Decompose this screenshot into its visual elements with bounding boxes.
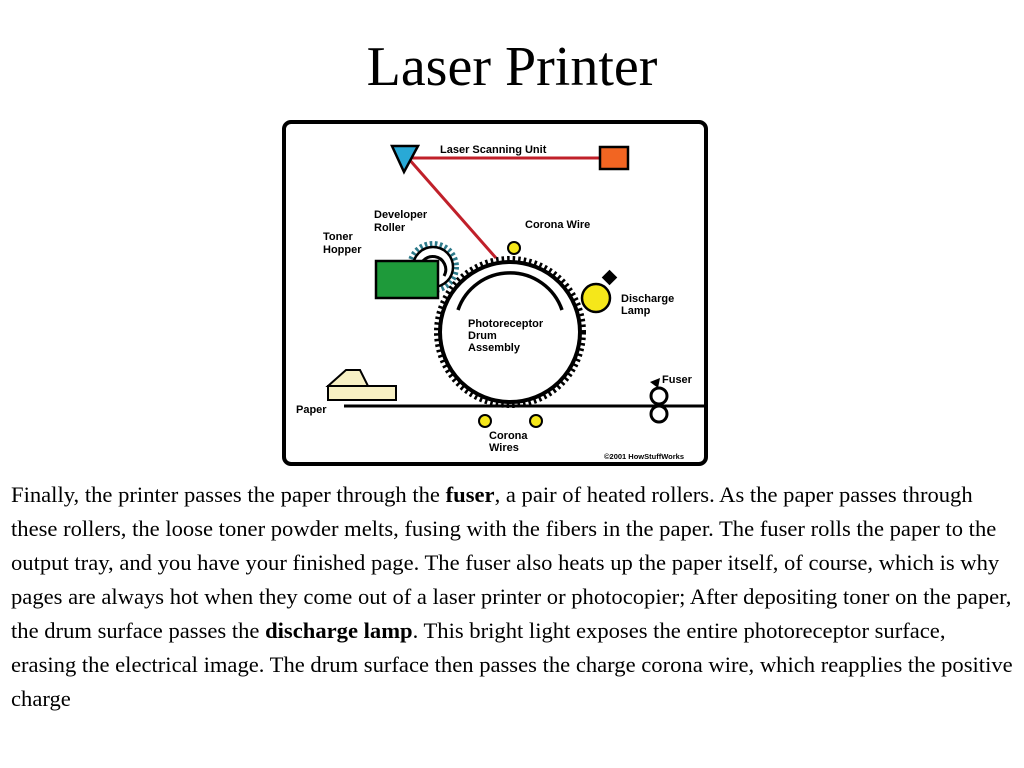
label-discharge-lamp-2: Lamp (621, 305, 651, 317)
label-toner-hopper-2: Hopper (323, 244, 362, 256)
fuser-roller-bottom (649, 404, 669, 424)
mirror-icon (390, 144, 421, 175)
label-toner-hopper-1: Toner (323, 231, 353, 243)
label-drum-2: Drum (468, 330, 497, 342)
paper-tray (327, 385, 397, 401)
laser-beam-diagonal (406, 157, 498, 259)
body-paragraph: Finally, the printer passes the paper th… (11, 478, 1013, 716)
slide-title: Laser Printer (366, 36, 658, 98)
toner-hopper (374, 259, 440, 300)
corona-wire-bottom-left (478, 414, 492, 428)
label-developer-roller-1: Developer (374, 209, 428, 221)
drum-rotation-arrow (456, 271, 564, 311)
label-corona-wire: Corona Wire (525, 219, 590, 231)
body-text-2: , a pair of heated rollers. As the paper… (11, 482, 1012, 643)
label-developer-roller-2: Roller (374, 222, 406, 234)
label-laser-scanning-unit: Laser Scanning Unit (440, 144, 547, 156)
corona-wire (507, 241, 521, 255)
label-fuser: Fuser (662, 374, 693, 386)
term-fuser: fuser (445, 482, 495, 507)
fuser-arrow-icon (650, 378, 660, 388)
label-drum-1: Photoreceptor (468, 318, 544, 330)
label-corona-wires-1: Corona (489, 430, 528, 442)
label-drum-3: Assembly (468, 342, 521, 354)
label-discharge-lamp-1: Discharge (621, 293, 674, 305)
fuser-roller-top (649, 386, 669, 406)
laser-source (598, 145, 630, 171)
body-text-3: . This bright light exposes the entire p… (11, 618, 1013, 711)
label-corona-wires-2: Wires (489, 442, 519, 454)
laser-printer-diagram: Laser Scanning Unit Developer Roller Ton… (282, 120, 708, 466)
photoreceptor-drum (438, 260, 582, 404)
body-text-1: Finally, the printer passes the paper th… (11, 482, 446, 507)
drum-teeth (434, 256, 586, 408)
discharge-lamp-icon (580, 282, 612, 314)
copyright-notice: ©2001 HowStuffWorks (604, 452, 684, 461)
label-paper: Paper (296, 404, 327, 416)
term-discharge-lamp: discharge lamp (265, 618, 413, 643)
corona-wire-bottom-right (529, 414, 543, 428)
